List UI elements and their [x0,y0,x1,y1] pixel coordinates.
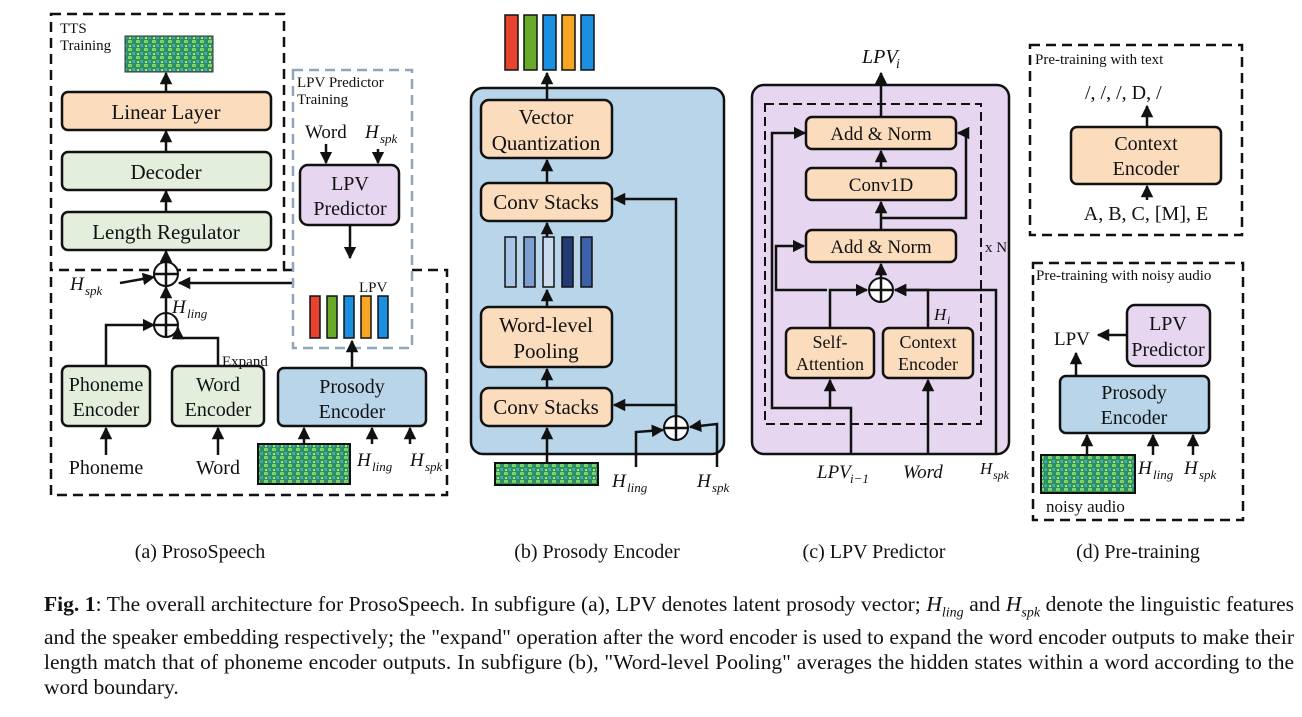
svg-text:Phoneme: Phoneme [69,374,144,396]
length-regulator-label: Length Regulator [92,220,240,244]
expand-label: Expand [222,354,268,370]
svg-text:ling: ling [372,459,393,474]
h-spk-label-b: H [696,471,712,492]
h-i-label: H [933,305,948,324]
svg-text:Self-: Self- [813,332,848,352]
h-ling-label-d: H [1137,458,1153,479]
mel-spectrogram-output [124,35,214,73]
svg-text:Word: Word [196,374,240,396]
panel-a-prosospeech: TTS Training Linear Layer Decoder Length… [49,12,449,563]
h-spk-label-pred: H [364,122,380,143]
h-ling-label-b: H [611,471,627,492]
pretraining-audio-region [1031,261,1245,522]
tts-training-region [49,12,286,272]
h-spk-label-c: H [979,459,994,478]
svg-text:LPV: LPV [1149,313,1187,335]
h-spk-label-d: H [1183,458,1199,479]
lpv-predictor-training-label: LPV Predictor [297,75,384,91]
svg-text:Encoder: Encoder [1113,158,1180,180]
svg-text:Quantization: Quantization [492,131,601,155]
svg-text:Add & Norm: Add & Norm [830,237,932,258]
svg-text:spk: spk [425,459,443,474]
svg-text:ling: ling [1153,467,1174,482]
word-label-pred: Word [305,122,347,143]
linear-layer-label: Linear Layer [111,100,220,124]
svg-text:Attention: Attention [796,354,864,374]
pretraining-text-title: Pre-training with text [1035,52,1164,68]
caption-d: (d) Pre-training [1076,541,1200,563]
lpv-output-label: LPV [861,46,900,68]
h-spk-input-a: H [409,450,425,471]
mel-spectrogram-input-b [494,462,599,486]
svg-text:ling: ling [187,306,208,321]
svg-text:Conv1D: Conv1D [849,175,913,196]
svg-text:Pooling: Pooling [513,339,579,363]
svg-text:i: i [947,313,950,327]
svg-text:Context: Context [1114,133,1178,155]
svg-text:Vector: Vector [519,105,574,129]
svg-text:i−1: i−1 [850,471,869,486]
svg-text:Encoder: Encoder [319,401,386,423]
svg-text:Add & Norm: Add & Norm [830,124,932,145]
svg-text:LPV: LPV [331,173,369,195]
panel-c-lpv-predictor: LPV i x N Add & Norm Conv1D Add & Norm S… [750,46,1011,563]
svg-text:Conv Stacks: Conv Stacks [493,395,599,419]
svg-text:ling: ling [627,480,648,495]
pretraining-audio-title: Pre-training with noisy audio [1036,268,1211,284]
tts-training-region-lower [49,268,449,497]
svg-text:Predictor: Predictor [313,198,387,220]
svg-text:Prosody: Prosody [319,376,385,398]
svg-text:Encoder: Encoder [1101,407,1168,429]
masked-output-tokens: /, /, /, D, / [1085,82,1162,104]
lpv-label-d: LPV [1054,329,1090,350]
noisy-audio-label: noisy audio [1046,497,1125,516]
figure-label: Fig. 1 [44,592,96,616]
transformer-block-region [764,103,982,425]
svg-text:Encoder: Encoder [185,399,252,421]
svg-text:spk: spk [380,131,398,146]
svg-text:Predictor: Predictor [1131,339,1205,361]
pretraining-text-region [1028,43,1244,237]
lpv-label-a: LPV [359,280,388,296]
h-ling-input-a: H [356,450,372,471]
caption-a: (a) ProsoSpeech [135,541,266,563]
architecture-figure: TTS Training Linear Layer Decoder Length… [49,12,1245,563]
h-spk-label-a: H [69,274,85,295]
tts-training-label: TTS [60,21,87,37]
panel-d-pre-training: Pre-training with text /, /, /, D, / Con… [1028,43,1245,563]
figure-caption: Fig. 1: The overall architecture for Pro… [44,592,1295,700]
svg-text:Encoder: Encoder [73,399,140,421]
masked-text-input: A, B, C, [M], E [1084,203,1208,225]
svg-text:i: i [896,57,900,72]
svg-text:Prosody: Prosody [1101,382,1167,404]
repeat-n-label: x N [985,240,1007,256]
tts-training-label-2: Training [60,38,112,54]
context-encoder-box-d [1069,125,1223,186]
lpv-vectors-b [504,14,595,71]
lpv-vectors-a [309,295,389,339]
vector-quantization-box [479,98,614,160]
svg-text:Conv Stacks: Conv Stacks [493,190,599,214]
word-input-label: Word [196,457,240,479]
mel-spectrogram-input-a [257,443,351,485]
svg-text:spk: spk [85,283,103,298]
phoneme-input-label: Phoneme [69,457,144,479]
hidden-state-bars [504,236,593,288]
svg-text:Word-level: Word-level [499,313,593,337]
lpv-prev-input-label: LPV [816,462,853,483]
svg-text:Training: Training [297,92,349,108]
panel-b-prosody-encoder: Vector Quantization Conv Stacks Word-lev… [469,14,730,563]
caption-b: (b) Prosody Encoder [514,541,680,563]
word-input-label-c: Word [903,462,943,483]
svg-text:spk: spk [712,480,730,495]
caption-c: (c) LPV Predictor [803,541,946,563]
svg-text:spk: spk [1199,467,1217,482]
decoder-label: Decoder [130,160,201,184]
svg-text:Context: Context [900,332,957,352]
h-ling-label-a: H [171,297,187,318]
svg-text:spk: spk [993,468,1010,482]
svg-text:Encoder: Encoder [898,354,958,374]
prosody-encoder-box-d [1058,374,1211,435]
noisy-spectrogram-input [1040,454,1136,494]
